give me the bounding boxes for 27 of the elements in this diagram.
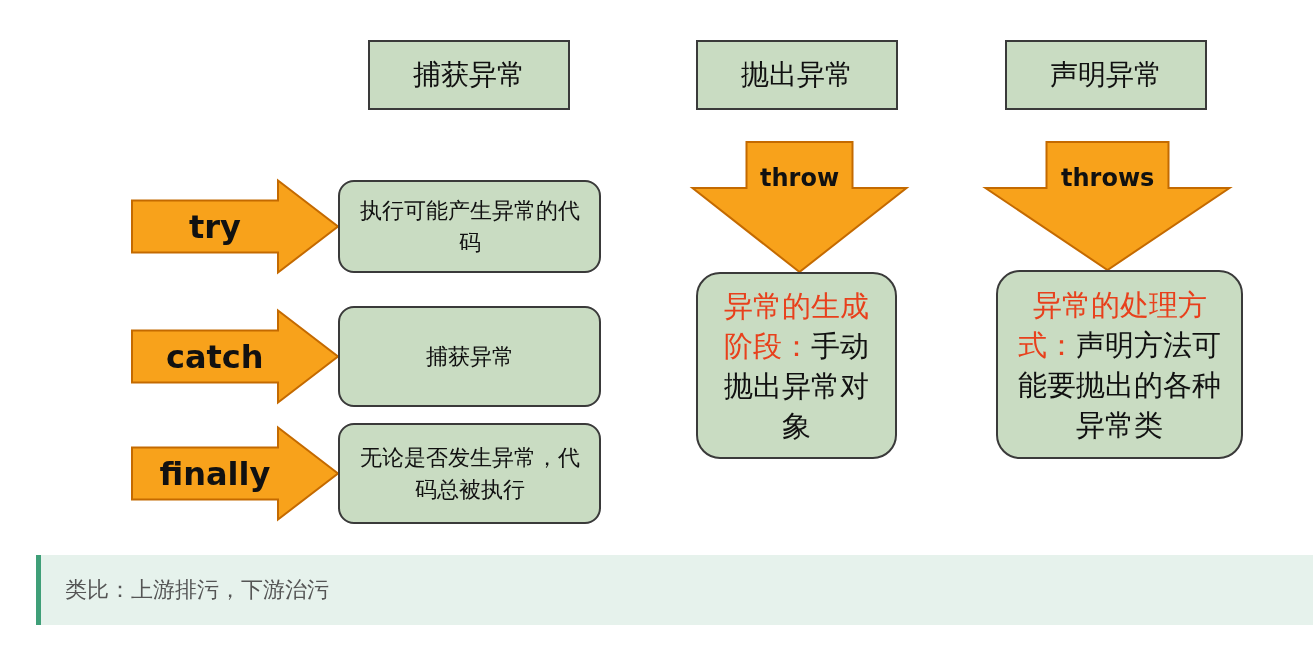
description-box: [338, 180, 601, 273]
box-text: 捕获异常: [425, 342, 514, 371]
edge-label: throw: [760, 164, 840, 192]
note-text: 类比：上游排污，下游治污: [65, 576, 329, 604]
block-arrow: [131, 308, 340, 405]
edge-label: catch: [166, 337, 264, 376]
heading-box: [696, 40, 898, 110]
heading-box: [368, 40, 570, 110]
description-box: [338, 306, 601, 407]
block-arrow: [131, 178, 340, 275]
block-arrow: [131, 425, 340, 522]
box-text: 无论是否发生异常，代码总被执行: [358, 443, 581, 504]
box-text: 抛出异常: [741, 57, 853, 93]
description-box: [338, 423, 601, 524]
block-arrow: [689, 141, 910, 274]
box-text: 异常的生成阶段：手动抛出异常对象: [723, 287, 870, 445]
box-text: 声明异常: [1050, 57, 1162, 93]
edge-label: try: [189, 207, 241, 246]
box-text: 捕获异常: [413, 57, 525, 93]
box-text: 执行可能产生异常的代码: [358, 196, 581, 257]
block-arrow: [982, 141, 1233, 272]
description-box: [696, 272, 897, 459]
description-box: [996, 270, 1243, 459]
heading-box: [1005, 40, 1207, 110]
box-text: 异常的处理方式：声明方法可能要抛出的各种异常类: [1017, 286, 1222, 444]
edge-label: throws: [1061, 164, 1155, 192]
edge-label: finally: [159, 454, 271, 493]
